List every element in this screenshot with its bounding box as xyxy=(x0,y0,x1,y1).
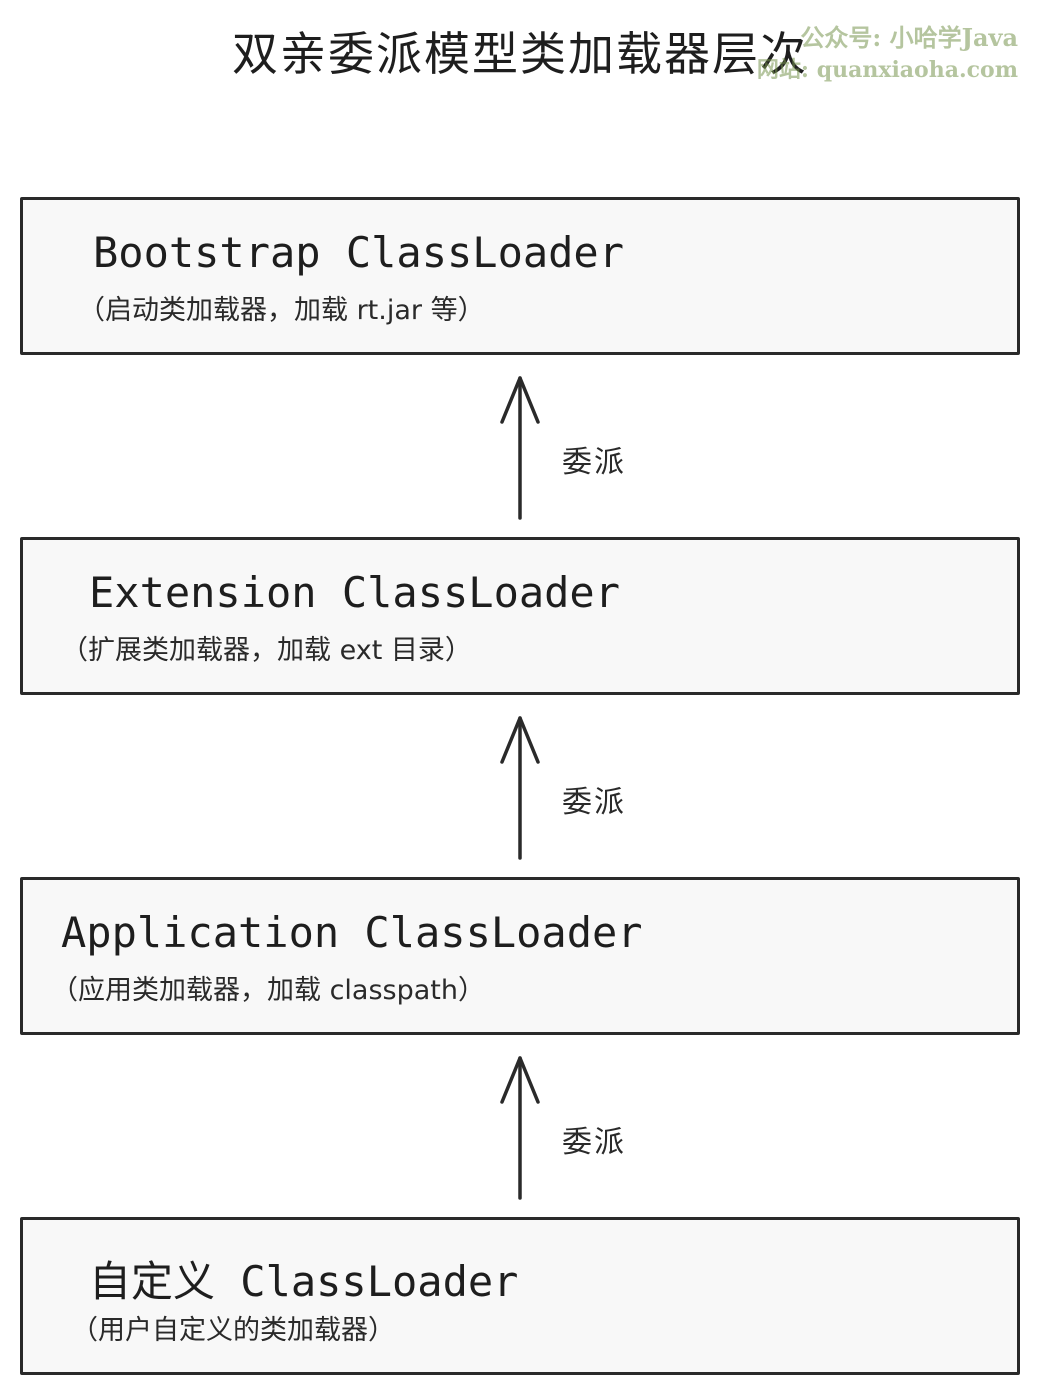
watermark-line-1: 公众号: 小哈学Java xyxy=(800,23,1018,52)
arrow-label: 委派 xyxy=(562,785,626,820)
application-classloader-box: Application ClassLoader （应用类加载器，加载 class… xyxy=(20,877,1020,1035)
bootstrap-classloader-box: Bootstrap ClassLoader （启动类加载器，加载 rt.jar … xyxy=(20,197,1020,355)
box-description: （扩展类加载器，加载 ext 目录） xyxy=(61,635,472,666)
box-description: （启动类加载器，加载 rt.jar 等） xyxy=(78,295,485,326)
delegation-arrow-icon xyxy=(500,716,540,860)
watermark: 公众号: 小哈学Java 网站: quanxiaoha.com xyxy=(757,22,1018,86)
box-description: （用户自定义的类加载器） xyxy=(71,1315,395,1346)
watermark-line-2: 网站: quanxiaoha.com xyxy=(756,57,1018,83)
box-name: Application ClassLoader xyxy=(61,908,643,957)
box-description: （应用类加载器，加载 classpath） xyxy=(51,975,485,1006)
diagram-title: 双亲委派模型类加载器层次 xyxy=(232,27,808,81)
extension-classloader-box: Extension ClassLoader （扩展类加载器，加载 ext 目录） xyxy=(20,537,1020,695)
arrow-label: 委派 xyxy=(562,1125,626,1160)
arrow-label: 委派 xyxy=(562,445,626,480)
box-name: Extension ClassLoader xyxy=(89,568,621,617)
box-name: Bootstrap ClassLoader xyxy=(93,228,625,277)
delegation-arrow-icon xyxy=(500,1056,540,1200)
custom-classloader-box: 自定义 ClassLoader （用户自定义的类加载器） xyxy=(20,1217,1020,1375)
delegation-arrow-icon xyxy=(500,376,540,520)
box-name: 自定义 ClassLoader xyxy=(89,1257,519,1306)
